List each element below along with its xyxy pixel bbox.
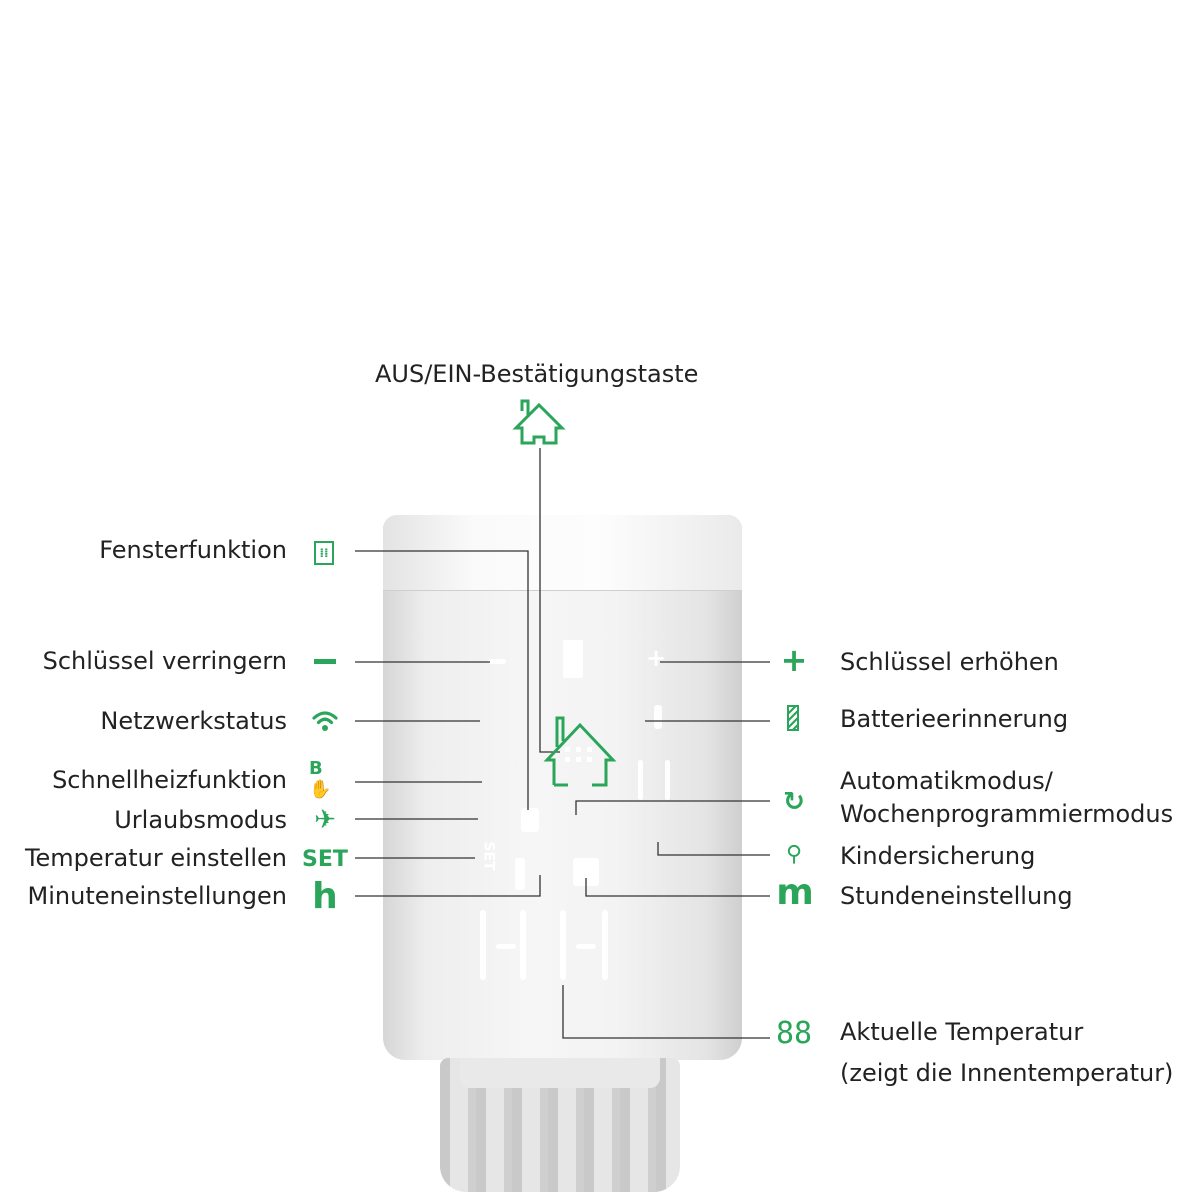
label-minuteneinstellungen: Minuteneinstellungen: [27, 882, 287, 910]
device-digit-segment: [520, 910, 526, 980]
key-icon: ⚲: [785, 841, 803, 867]
label-automatikmodus: Automatikmodus/: [840, 767, 1053, 795]
device-digit-segment: [602, 910, 608, 980]
plus-icon: +: [780, 641, 808, 679]
house-icon: [512, 399, 566, 445]
label-temperatur-einstellen: Temperatur einstellen: [24, 844, 287, 872]
digits-icon: 88: [775, 1015, 813, 1051]
device-digit-segment: [496, 944, 516, 949]
label-schnellheizfunktion: Schnellheizfunktion: [52, 766, 287, 794]
label-kindersicherung: Kindersicherung: [840, 842, 1036, 870]
device-plus-mark: +: [646, 644, 667, 672]
label-schluessel-erhoehen: Schlüssel erhöhen: [840, 648, 1059, 676]
page-title: AUS/EIN-Bestätigungstaste: [375, 360, 699, 388]
wifi-icon: [310, 708, 340, 734]
minus-icon: [314, 659, 336, 664]
device-h-mark: [515, 858, 525, 890]
device-window-mark: [521, 808, 539, 832]
battery-icon: [787, 705, 799, 731]
device-valve-mark: [563, 640, 583, 678]
set-icon: SET: [302, 846, 348, 872]
refresh-icon: ↻: [783, 787, 805, 817]
window-icon: ⁞⁞: [314, 541, 334, 565]
device-digit-segment: [560, 910, 566, 980]
label-fensterfunktion: Fensterfunktion: [99, 536, 287, 564]
label-urlaubsmodus: Urlaubsmodus: [114, 806, 287, 834]
label-netzwerkstatus: Netzwerkstatus: [100, 707, 287, 735]
label-schluessel-verringern: Schlüssel verringern: [42, 647, 287, 675]
device-digit-segment: [576, 944, 596, 949]
device-digit-segment: [480, 910, 486, 980]
hour-h-icon: h: [312, 875, 338, 917]
device-house-icon: [543, 716, 617, 787]
label-stundeneinstellung: Stundeneinstellung: [840, 882, 1073, 910]
label-wochenprogrammiermodus: Wochenprogrammiermodus: [840, 800, 1174, 828]
device-digit-segment: [638, 760, 643, 800]
boost-heat-icon: B✋: [309, 758, 332, 800]
thermostat-top-band: [383, 515, 742, 591]
minute-m-icon: m: [776, 871, 814, 913]
device-battery-mark: [654, 705, 662, 729]
device-digit-segment: [665, 760, 670, 800]
label-aktuelle-temperatur: Aktuelle Temperatur: [840, 1018, 1084, 1046]
device-minus-mark: [488, 659, 506, 664]
label-batterieerinnerung: Batterieerinnerung: [840, 705, 1069, 733]
airplane-icon: ✈: [314, 805, 336, 835]
label-innentemperatur: (zeigt die Innentemperatur): [840, 1059, 1174, 1087]
valve-nut-ring: [460, 1058, 660, 1088]
